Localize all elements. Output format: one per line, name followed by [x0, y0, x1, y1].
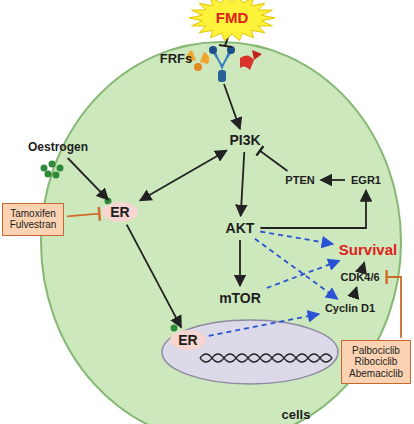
node-text: AKT: [226, 220, 255, 236]
stimulus-burst: FMD: [196, 0, 268, 36]
kinase-node: PI3K: [226, 131, 263, 149]
arrow: [241, 152, 245, 216]
node-text: ER: [110, 204, 129, 220]
arrow: [321, 179, 345, 181]
drug-box: Tamoxifen Fulvestran: [2, 203, 64, 236]
factor-node: EGR1: [348, 173, 384, 188]
nucleus: [162, 320, 338, 384]
node-text: mTOR: [219, 290, 261, 306]
oestrogen-dot: [45, 171, 52, 178]
node-text: Oestrogen: [28, 141, 88, 155]
receptor-center: [209, 46, 235, 82]
kinase-node: CDK4/6: [337, 270, 382, 285]
bound-oestrogen: [171, 325, 178, 332]
inhibition-line: [387, 277, 401, 338]
cell-label: cells: [282, 407, 311, 422]
ligand-label: Oestrogen: [25, 140, 91, 156]
drug-box: Palbociclib Ribociclib Abemaciclib: [341, 340, 411, 385]
kinase-node: AKT: [223, 219, 258, 237]
node-text: FMD: [216, 9, 249, 26]
receptor-node: ER: [102, 202, 137, 222]
dashed-arrow: [209, 314, 319, 336]
arrow: [127, 225, 182, 328]
nuclear-receptor-node: ER: [170, 330, 205, 350]
dashed-arrow: [255, 239, 338, 299]
dashed-arrow: [260, 232, 333, 245]
arrow: [68, 158, 109, 200]
inhibition-line: [260, 151, 288, 171]
phosphatase-node: PTEN: [282, 173, 317, 188]
receptor-right: [240, 50, 262, 70]
node-text: Tamoxifen Fulvestran: [6, 208, 60, 231]
node-text: Survival: [339, 241, 397, 258]
node-text: ER: [178, 332, 197, 348]
receptor-signal: [224, 84, 240, 129]
outcome-node: Survival: [336, 240, 400, 259]
arrow: [353, 287, 356, 298]
arrow: [363, 263, 364, 267]
arrow: [260, 190, 366, 228]
inhibition-line: [67, 214, 99, 217]
oestrogen-dot: [57, 165, 64, 172]
node-text: CDK4/6: [340, 271, 379, 284]
node-text: PTEN: [285, 174, 314, 187]
oestrogen-dot: [53, 172, 60, 179]
ligand-group-label: FRFs: [160, 51, 193, 66]
node-text: Palbociclib Ribociclib Abemaciclib: [345, 345, 407, 380]
arrow: [140, 151, 227, 201]
oestrogen-dot: [49, 161, 56, 168]
node-text: PI3K: [229, 132, 260, 148]
node-text: Cyclin D1: [325, 302, 375, 315]
cyclin-node: Cyclin D1: [322, 301, 378, 316]
dashed-arrow: [267, 261, 340, 288]
arrow: [239, 240, 241, 286]
dna-helix: [200, 354, 332, 362]
oestrogen-dot: [41, 165, 48, 172]
node-text: EGR1: [351, 174, 381, 187]
kinase-node: mTOR: [216, 289, 264, 307]
